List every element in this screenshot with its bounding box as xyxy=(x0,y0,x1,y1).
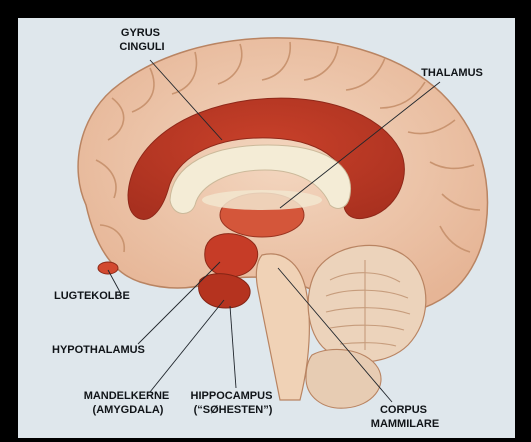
label-hippocampus-line1: HIPPOCAMPUS xyxy=(191,390,273,402)
hypothalamus xyxy=(205,234,258,277)
label-hippocampus-line2: (“SØHESTEN”) xyxy=(194,404,273,416)
cerebellum-lower-lobe xyxy=(306,349,381,408)
label-lugtekolbe: LUGTEKOLBE xyxy=(54,290,130,302)
label-mandelkerne-line2: (AMYGDALA) xyxy=(93,404,164,416)
fornix xyxy=(202,190,322,210)
label-thalamus: THALAMUS xyxy=(421,67,483,79)
olfactory-bulb xyxy=(98,262,118,274)
label-mandelkerne-line1: MANDELKERNE xyxy=(84,390,170,402)
cerebellum xyxy=(308,245,426,362)
label-gyrus-cinguli-line1: GYRUS xyxy=(121,27,160,39)
label-gyrus-cinguli-line2: CINGULI xyxy=(119,41,164,53)
label-corpus-mammilare-line2: MAMMILARE xyxy=(371,418,439,430)
label-hypothalamus: HYPOTHALAMUS xyxy=(52,344,145,356)
label-corpus-mammilare-line1: CORPUS xyxy=(380,404,427,416)
